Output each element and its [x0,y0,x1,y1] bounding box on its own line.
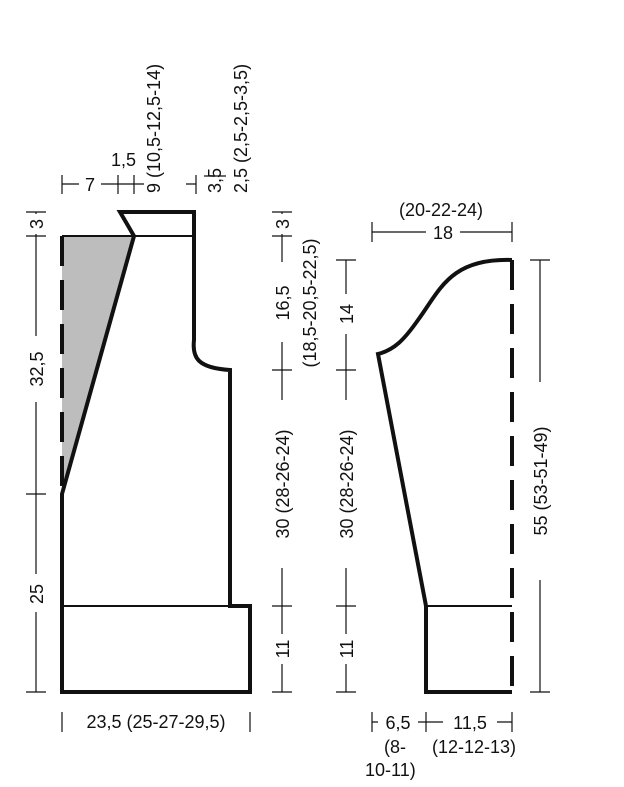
body-top-neck-width-label: 9 (10,5-12,5-14) [144,64,164,193]
sleeve-bottom-left-label: 6,5 [385,713,410,733]
body-top-shoulder-gap-label: 7 [85,175,95,195]
sleeve-top-dimension: (20-22-24) 18 [371,200,513,243]
body-bottom-width-label: 23,5 (25-27-29,5) [86,712,225,732]
sleeve-top-width-label: 18 [433,223,453,243]
sleeve-bottom-left-alt-label-b: 10-11) [365,760,416,780]
sleeve-cap-height-label: 14 [337,304,357,324]
body-top-neck-label: 1,5 [111,150,136,170]
body-right-top-label: 3 [273,219,293,229]
body-left-bottom-label: 25 [27,584,47,604]
body-left-mid-label: 32,5 [27,351,47,386]
sleeve-piece: (20-22-24) 18 14 30 (28-26-24) 11 [336,200,551,780]
body-top-dimension: 7 1,5 [61,150,197,195]
body-piece: 3 32,5 25 7 1,5 9 (10,5-12,5-14) 3,5 2,5… [26,64,320,732]
body-top-edge-label: 2,5 (2,5-2,5-3,5) [231,64,251,193]
body-outline [60,210,252,694]
sleeve-outline [375,257,513,694]
sleeve-top-width-alt-label: (20-22-24) [399,200,483,220]
sleeve-bottom-left-alt-label-a: (8- [384,737,406,757]
body-left-dimension: 3 32,5 25 [26,211,47,693]
body-right-side-label: 30 (28-26-24) [273,429,293,538]
body-right-dimension: 3 16,5 (18,5-20,5-22,5) 30 (28-26-24) 11 [272,211,320,693]
sleeve-right-dimension: 55 (53-51-49) [530,259,551,693]
sleeve-side-length-label: 30 (28-26-24) [337,429,357,538]
sleeve-left-dimension: 14 30 (28-26-24) 11 [336,259,357,693]
body-left-top-label: 3 [27,219,47,229]
body-right-rib-label: 11 [273,640,293,659]
body-bottom-dimension: 23,5 (25-27-29,5) [61,712,251,732]
sleeve-bottom-right-label: 11,5 [453,713,487,733]
sleeve-bottom-dimension: 6,5 11,5 (8- 10-11) (12-12-13) [365,712,516,780]
sleeve-total-length-label: 55 (53-51-49) [531,426,551,535]
sleeve-rib-height-label: 11 [337,640,357,659]
sleeve-bottom-right-alt-label: (12-12-13) [432,737,516,757]
body-right-armhole-label-b: (18,5-20,5-22,5) [300,238,320,367]
body-right-armhole-label-a: 16,5 [273,285,293,320]
body-top-edge-small-label: 3,5 [205,168,225,193]
